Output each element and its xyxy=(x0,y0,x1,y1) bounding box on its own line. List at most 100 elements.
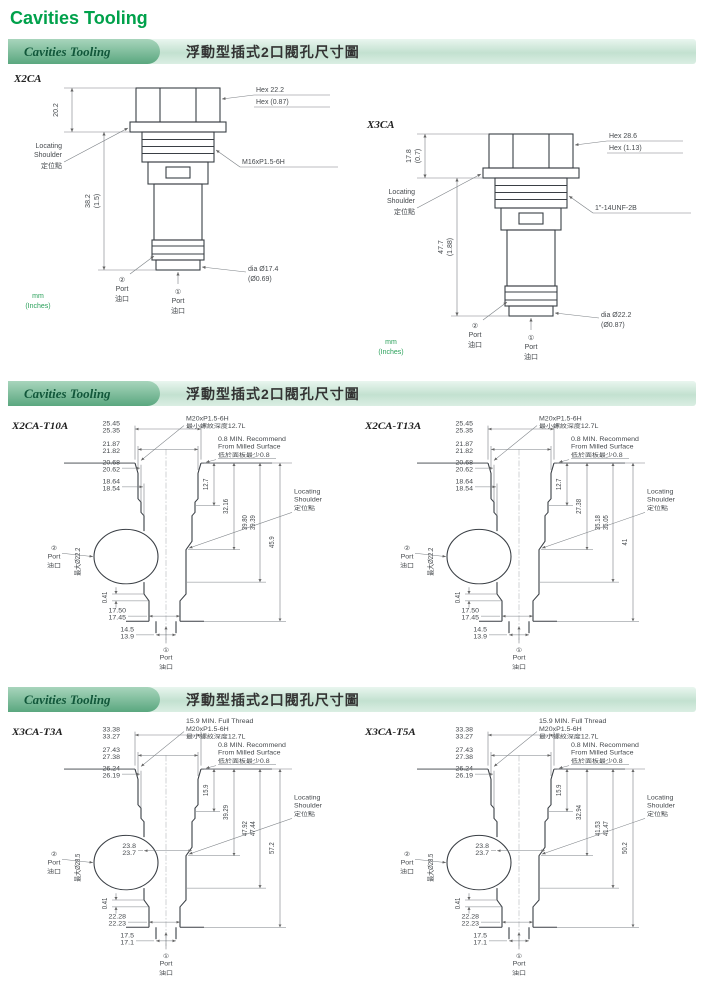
port2-label-cn: 油口 xyxy=(47,561,61,569)
note-label: From Milled Surface xyxy=(218,750,281,756)
thread-label: 1"-14UNF-2B xyxy=(595,205,637,212)
section-x2ca-cavities: Cavities Tooling 浮動型插式2口閥孔尺寸圖 X2CA-T10A … xyxy=(8,381,696,679)
max-dia-label: 最大Ø22.2 xyxy=(72,547,82,575)
cavity-drawing: X2CA-T10A 25.45 25.35 21.87 21.82 20.68 … xyxy=(11,416,323,671)
dim-label: 21.87 xyxy=(456,441,474,447)
full-thread-label: 15.9 MIN. Full Thread xyxy=(539,719,607,725)
units-label: mm xyxy=(385,339,397,346)
dim-label: 25.45 xyxy=(456,421,474,427)
dim-label: 15.9 xyxy=(556,784,564,796)
port1-label-cn: 油口 xyxy=(512,662,526,670)
locating-label: Locating xyxy=(389,189,416,196)
banner-title: 浮動型插式2口閥孔尺寸圖 xyxy=(186,385,360,402)
banner-label: Cavities Tooling xyxy=(24,385,111,401)
port1-label-cn: 油口 xyxy=(171,306,185,315)
port2-number: ② xyxy=(51,545,57,551)
note-label-cn: 低於面板最少0.8 xyxy=(571,451,623,459)
dim-label: Hex (0.87) xyxy=(256,99,289,106)
dim-label: 13.9 xyxy=(473,634,487,640)
banner-label: Cavities Tooling xyxy=(24,43,111,59)
port1-label-cn: 油口 xyxy=(524,352,538,361)
dim-label: 17.5 xyxy=(473,933,487,939)
locating-label: Locating xyxy=(294,489,321,495)
dim-label: 20.2 xyxy=(53,103,60,117)
dim-label: 18.54 xyxy=(456,486,474,492)
units-label: mm xyxy=(32,293,44,300)
note-label-cn: 低於面板最少0.8 xyxy=(218,757,270,765)
section-banner: Cavities Tooling 浮動型插式2口閥孔尺寸圖 xyxy=(8,381,696,406)
cavity-drawing: X3CA-T5A 33.38 33.27 27.43 27.38 26.24 2… xyxy=(364,719,676,977)
port1-label: Port xyxy=(513,961,526,967)
port2-label: Port xyxy=(48,860,61,866)
dim-label: 20.62 xyxy=(456,467,474,473)
port1-label-cn: 油口 xyxy=(159,968,173,976)
note-label: 0.8 MIN. Recommend xyxy=(218,436,286,442)
dim-label: 17.50 xyxy=(462,608,480,614)
units-label: (Inches) xyxy=(378,349,403,356)
figure-title: X2CA-T13A xyxy=(364,422,421,432)
banner-title: 浮動型插式2口閥孔尺寸圖 xyxy=(186,691,360,708)
dim-label: 47.92 xyxy=(242,821,250,836)
dim-label: 26.19 xyxy=(456,773,474,779)
cavity-drawing: X3CA-T3A 33.38 33.27 27.43 27.38 26.24 2… xyxy=(11,719,323,977)
dim-label: (1.5) xyxy=(94,194,101,208)
dim-label: 22.23 xyxy=(462,921,480,927)
dim-label: 47.7 xyxy=(438,240,445,254)
dim-label: 47.44 xyxy=(250,821,258,836)
dim-label: 12.7 xyxy=(203,478,211,490)
locating-label-cn: 定位點 xyxy=(647,809,669,817)
section-cartridges: Cavities Tooling 浮動型插式2口閥孔尺寸圖 X2CA Hex 2… xyxy=(8,39,696,373)
dim-label: 14.5 xyxy=(120,627,134,633)
dim-label: 0.41 xyxy=(455,897,463,909)
dim-label: 21.82 xyxy=(456,448,474,454)
figure-x2ca-t13a: X2CA-T13A 25.45 25.35 21.87 21.82 20.68 … xyxy=(361,412,696,679)
dim-label: (1.88) xyxy=(447,238,454,256)
dim-label: 22.23 xyxy=(109,921,127,927)
banner-tab: Cavities Tooling xyxy=(8,381,160,406)
port2-number: ② xyxy=(51,851,57,857)
thread-label: M20xP1.5-6H xyxy=(539,416,582,422)
dim-label: 14.5 xyxy=(473,627,487,633)
port1-label-cn: 油口 xyxy=(512,968,526,976)
dim-label: 17.1 xyxy=(120,940,134,946)
figure-title: X2CA-T10A xyxy=(11,422,68,432)
dim-label: 21.87 xyxy=(103,441,121,447)
full-thread-label: 15.9 MIN. Full Thread xyxy=(186,719,254,725)
note-label-cn: 低於面板最少0.8 xyxy=(218,451,270,459)
locating-label-cn: 定位點 xyxy=(394,207,415,216)
port2-label-cn: 油口 xyxy=(400,561,414,569)
thread-depth-label: 最小螺紋深度12.7L xyxy=(186,422,246,430)
port1-label: Port xyxy=(525,344,538,351)
section-x3ca-cavities: Cavities Tooling 浮動型插式2口閥孔尺寸圖 X3CA-T3A 3… xyxy=(8,687,696,985)
dim-label: 27.38 xyxy=(456,754,474,760)
port1-number: ① xyxy=(528,334,534,342)
dia-label: dia Ø17.4 xyxy=(248,266,278,273)
banner-label: Cavities Tooling xyxy=(24,691,111,707)
locating-label: Shoulder xyxy=(34,152,63,159)
dim-label: 25.45 xyxy=(103,421,121,427)
dim-label: 12.7 xyxy=(556,478,564,490)
dim-label: 20.68 xyxy=(456,460,474,466)
dim-label: 17.50 xyxy=(109,608,127,614)
port1-label: Port xyxy=(172,298,185,305)
port2-number: ② xyxy=(404,851,410,857)
dim-label: 17.1 xyxy=(473,940,487,946)
port1-number: ① xyxy=(175,288,181,296)
figure-title: X3CA xyxy=(366,119,395,131)
max-dia-label: 最大Ø28.5 xyxy=(72,853,82,881)
port2-number: ② xyxy=(119,276,125,284)
banner-title: 浮動型插式2口閥孔尺寸圖 xyxy=(186,43,360,60)
dim-label: 25.35 xyxy=(103,428,121,434)
port1-label-cn: 油口 xyxy=(159,662,173,670)
dia-label: dia Ø22.2 xyxy=(601,312,631,319)
max-dia-label: 最大Ø22.2 xyxy=(425,547,435,575)
dim-label: 22.28 xyxy=(109,914,127,920)
dim-label: 23.7 xyxy=(122,850,136,856)
dim-label: 17.45 xyxy=(109,615,127,621)
note-label-cn: 低於面板最少0.8 xyxy=(571,757,623,765)
dim-label: 27.43 xyxy=(103,747,121,753)
dim-label: 38.2 xyxy=(85,194,92,208)
dim-label: 50.2 xyxy=(622,842,630,854)
dim-label: 33.38 xyxy=(103,727,121,733)
